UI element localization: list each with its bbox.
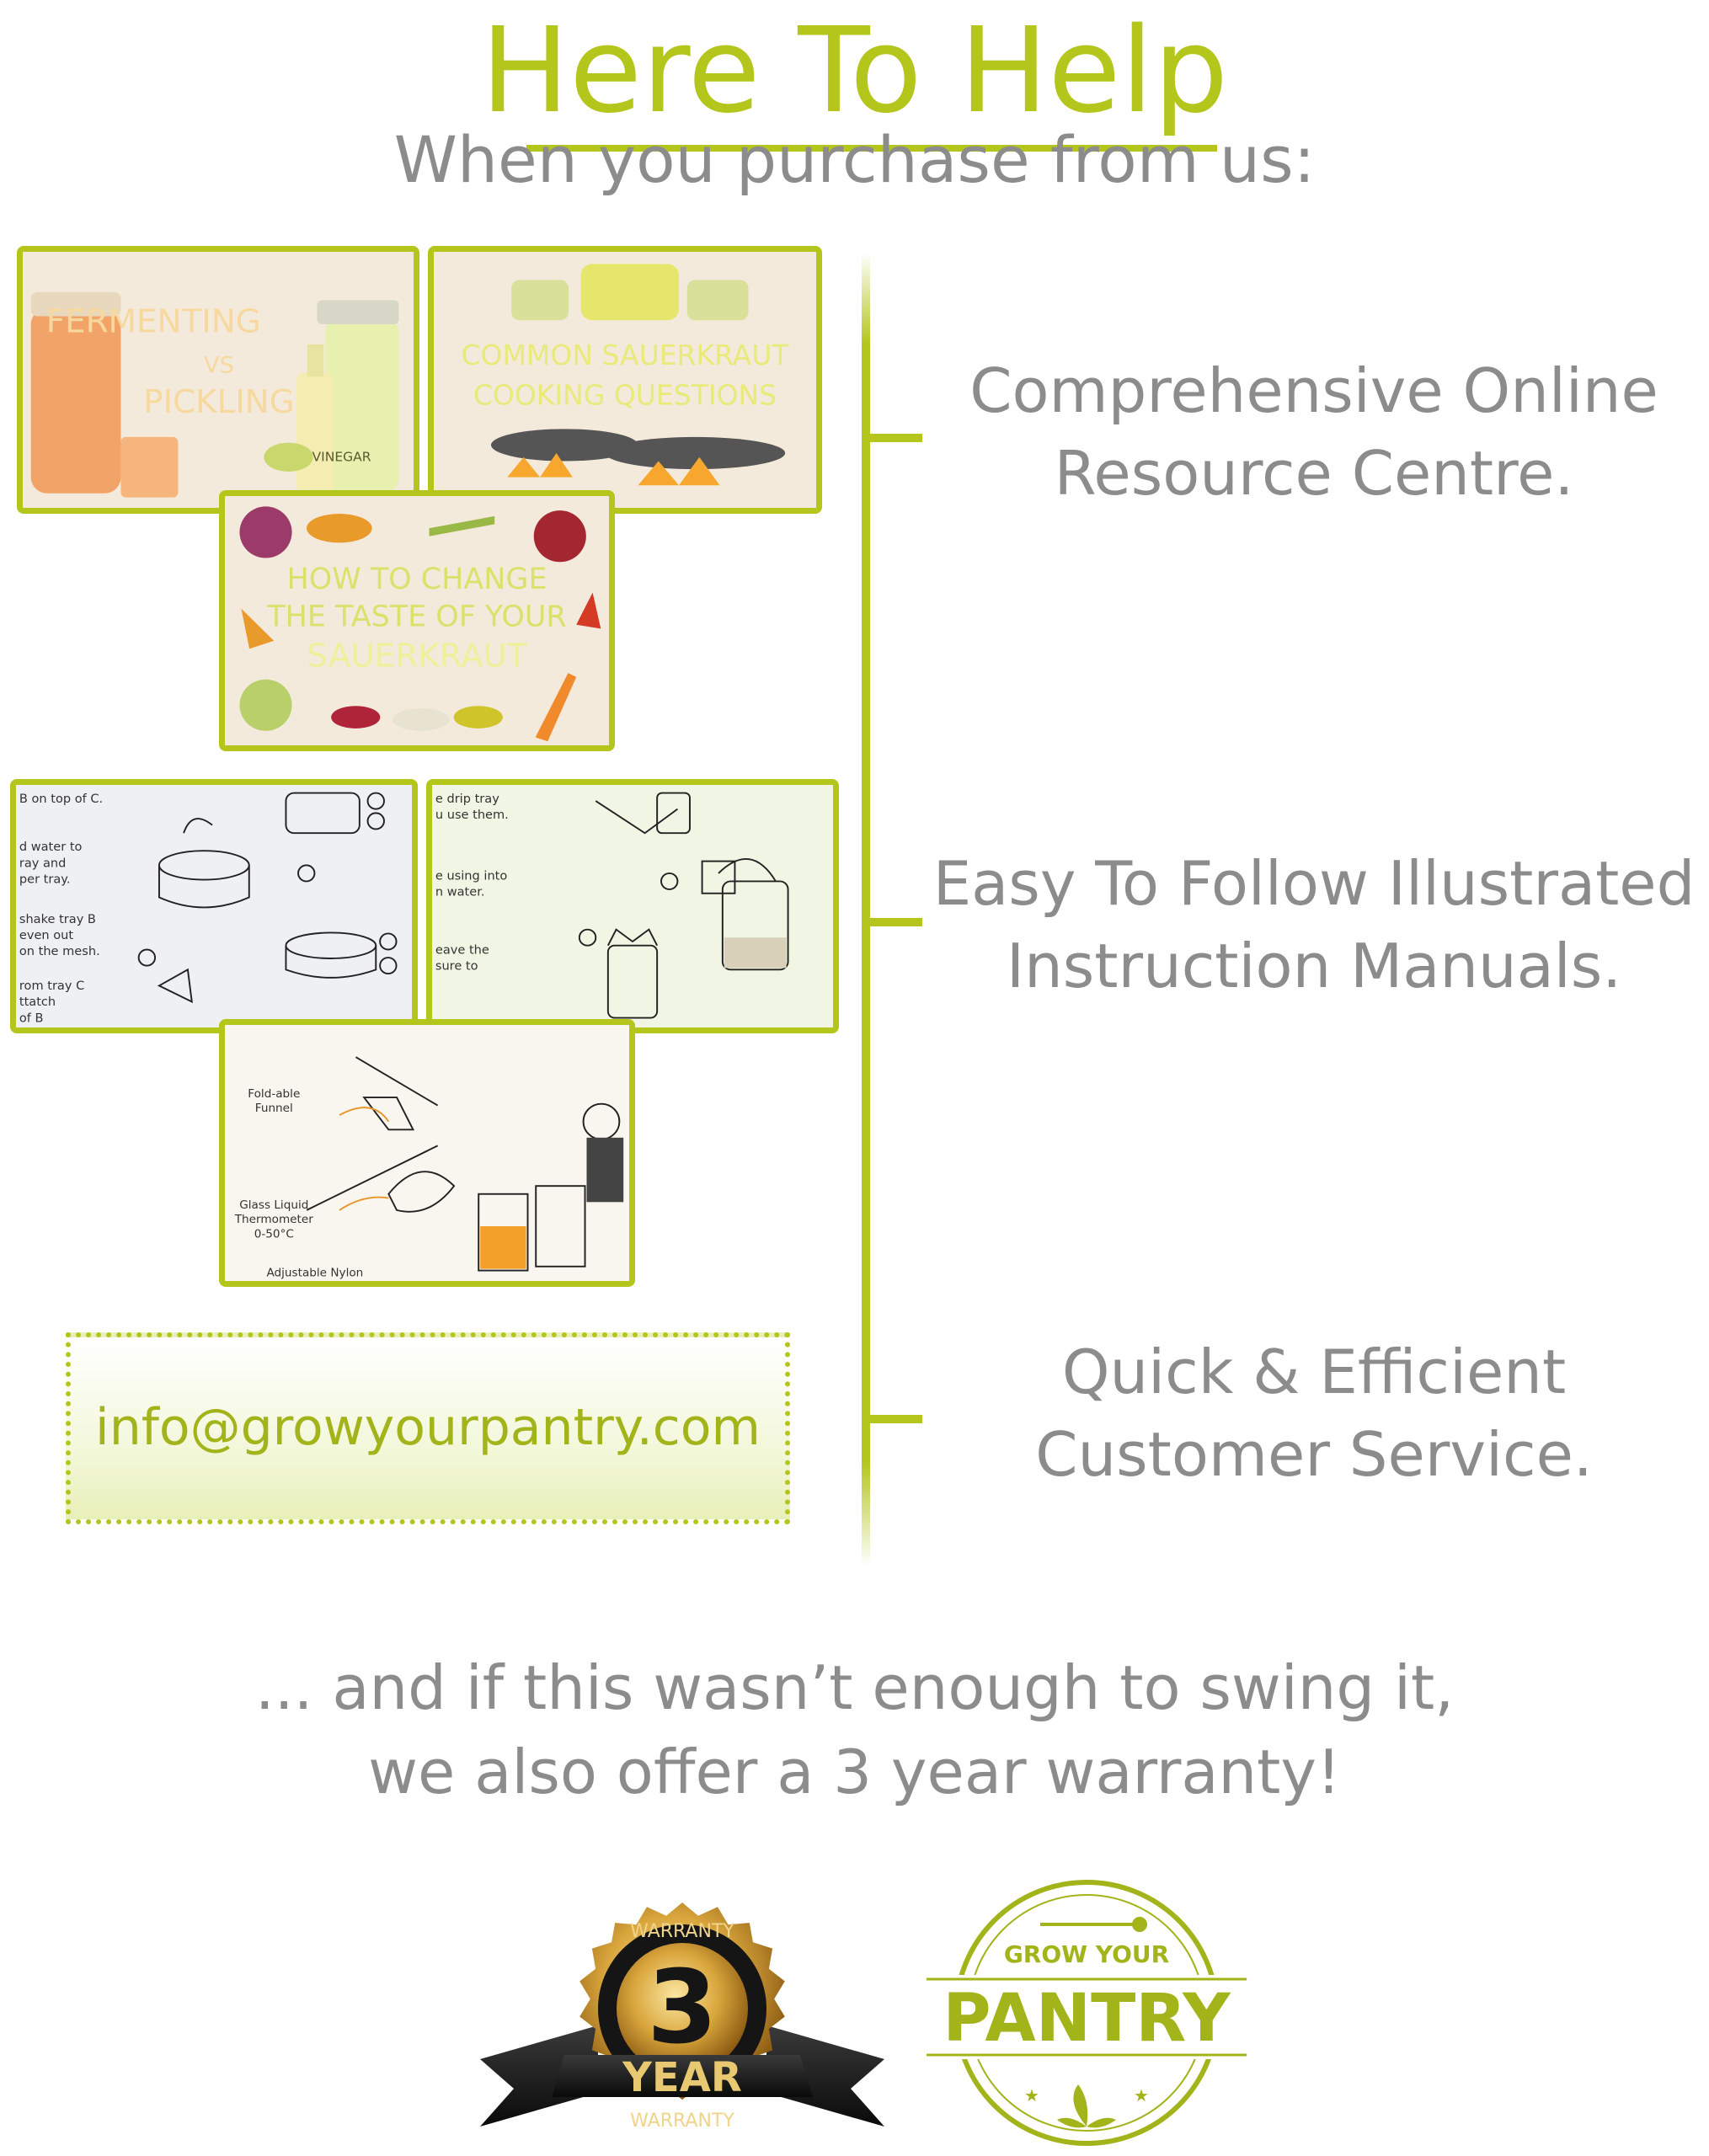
manual-thumbnail-jar-steps[interactable]: e drip tray u use them. e using into n w…: [426, 779, 839, 1033]
thumb6-t2: Funnel: [255, 1102, 293, 1115]
warranty-number: 3: [647, 1950, 718, 2067]
thumb5-t3: e using into: [435, 870, 508, 883]
feature-resource-centre: Comprehensive Online Resource Centre.: [918, 350, 1709, 515]
feature-2-line2: Instruction Manuals.: [1006, 931, 1622, 1001]
resource-thumbnail-fermenting-vs-pickling[interactable]: FERMENTING VS PICKLING VINEGAR: [17, 246, 419, 514]
logo-star-right-icon: ★: [1134, 2085, 1149, 2105]
thumb3-line2: THE TASTE OF YOUR: [266, 600, 566, 634]
closing-line-2: we also offer a 3 year warranty!: [368, 1737, 1341, 1807]
fork-spoon-icon: [1040, 1917, 1147, 1932]
warranty-bottom-text: WARRANTY: [630, 2111, 734, 2132]
thumb1-vinegar-label: VINEGAR: [312, 450, 371, 465]
page-subtitle: When you purchase from us:: [393, 122, 1316, 197]
resource-thumbnail-sauerkraut-questions[interactable]: COMMON SAUERKRAUT COOKING QUESTIONS: [428, 246, 822, 514]
thumb5-t5: eave the: [435, 943, 489, 957]
thumb5-t1: e drip tray: [435, 792, 499, 806]
warranty-seal-icon: WARRANTY 3 YEAR WARRANTY: [480, 1874, 884, 2143]
thumb2-line1: COMMON SAUERKRAUT: [462, 339, 790, 371]
thumb6-t6: Adjustable Nylon: [266, 1266, 363, 1279]
thumb4-t4: per tray.: [19, 873, 71, 886]
resource-thumbnail-change-taste[interactable]: HOW TO CHANGE THE TASTE OF YOUR SAUERKRA…: [219, 490, 615, 751]
thumb4-t1: B on top of C.: [19, 792, 103, 806]
logo-top-text: GROW YOUR: [1004, 1940, 1169, 1968]
manual-thumbnail-equipment[interactable]: Fold-able Funnel Glass Liquid Thermomete…: [219, 1019, 635, 1287]
email-link[interactable]: info@growyourpantry.com: [95, 1398, 761, 1457]
feature-customer-service: Quick & Efficient Customer Service.: [918, 1331, 1709, 1496]
feature-2-line1: Easy To Follow Illustrated: [932, 848, 1696, 919]
timeline-line: [862, 253, 870, 1566]
feature-instruction-manuals: Easy To Follow Illustrated Instruction M…: [918, 842, 1709, 1007]
thumb4-t7: on the mesh.: [19, 945, 100, 958]
thumb4-t3: ray and: [19, 857, 67, 870]
thumb6-t5: 0-50°C: [254, 1227, 294, 1241]
feature-1-line1: Comprehensive Online: [969, 355, 1658, 426]
email-box[interactable]: info@growyourpantry.com: [66, 1332, 790, 1524]
thumb5-t6: sure to: [435, 959, 478, 973]
thumb6-t3: Glass Liquid: [239, 1198, 308, 1212]
thumb6-t1: Fold-able: [248, 1087, 300, 1101]
grow-your-pantry-logo: GROW YOUR PANTRY ★ ★: [922, 1874, 1251, 2152]
warranty-top-text: WARRANTY: [630, 1921, 734, 1942]
logo-main-text: PANTRY: [943, 1981, 1231, 2057]
logo-star-left-icon: ★: [1024, 2085, 1039, 2105]
timeline-tick-1: [862, 434, 922, 442]
feature-1-line2: Resource Centre.: [1054, 438, 1574, 509]
leaf-icon: [1057, 2084, 1116, 2128]
thumb6-t4: Thermometer: [234, 1213, 314, 1226]
manual-thumbnail-tray-steps[interactable]: B on top of C. d water to ray and per tr…: [10, 779, 418, 1033]
thumb1-line3: PICKLING: [143, 383, 295, 421]
page-title: Here To Help: [480, 3, 1229, 140]
thumb4-t8: rom tray C: [19, 979, 84, 993]
feature-3-line1: Quick & Efficient: [1061, 1337, 1567, 1407]
title-underline: [526, 145, 1217, 152]
thumb2-line2: COOKING QUESTIONS: [473, 380, 777, 412]
timeline-tick-2: [862, 918, 922, 926]
thumb4-t2: d water to: [19, 841, 83, 854]
feature-3-line2: Customer Service.: [1035, 1419, 1593, 1490]
warranty-year-text: YEAR: [622, 2054, 742, 2101]
thumb4-t5: shake tray B: [19, 913, 96, 926]
thumb3-line1: HOW TO CHANGE: [286, 563, 547, 596]
thumb4-t9: ttatch: [19, 995, 56, 1009]
thumb5-t4: n water.: [435, 886, 485, 899]
thumb5-t2: u use them.: [435, 808, 509, 822]
thumb4-t6: even out: [19, 929, 74, 942]
thumb1-line1: FERMENTING: [46, 303, 261, 341]
timeline-tick-3: [862, 1415, 922, 1423]
closing-line-1: ... and if this wasn’t enough to swing i…: [254, 1652, 1455, 1723]
thumb3-line3: SAUERKRAUT: [307, 638, 527, 675]
thumb4-t10: of B: [19, 1011, 44, 1025]
thumb1-line2: VS: [204, 353, 234, 379]
